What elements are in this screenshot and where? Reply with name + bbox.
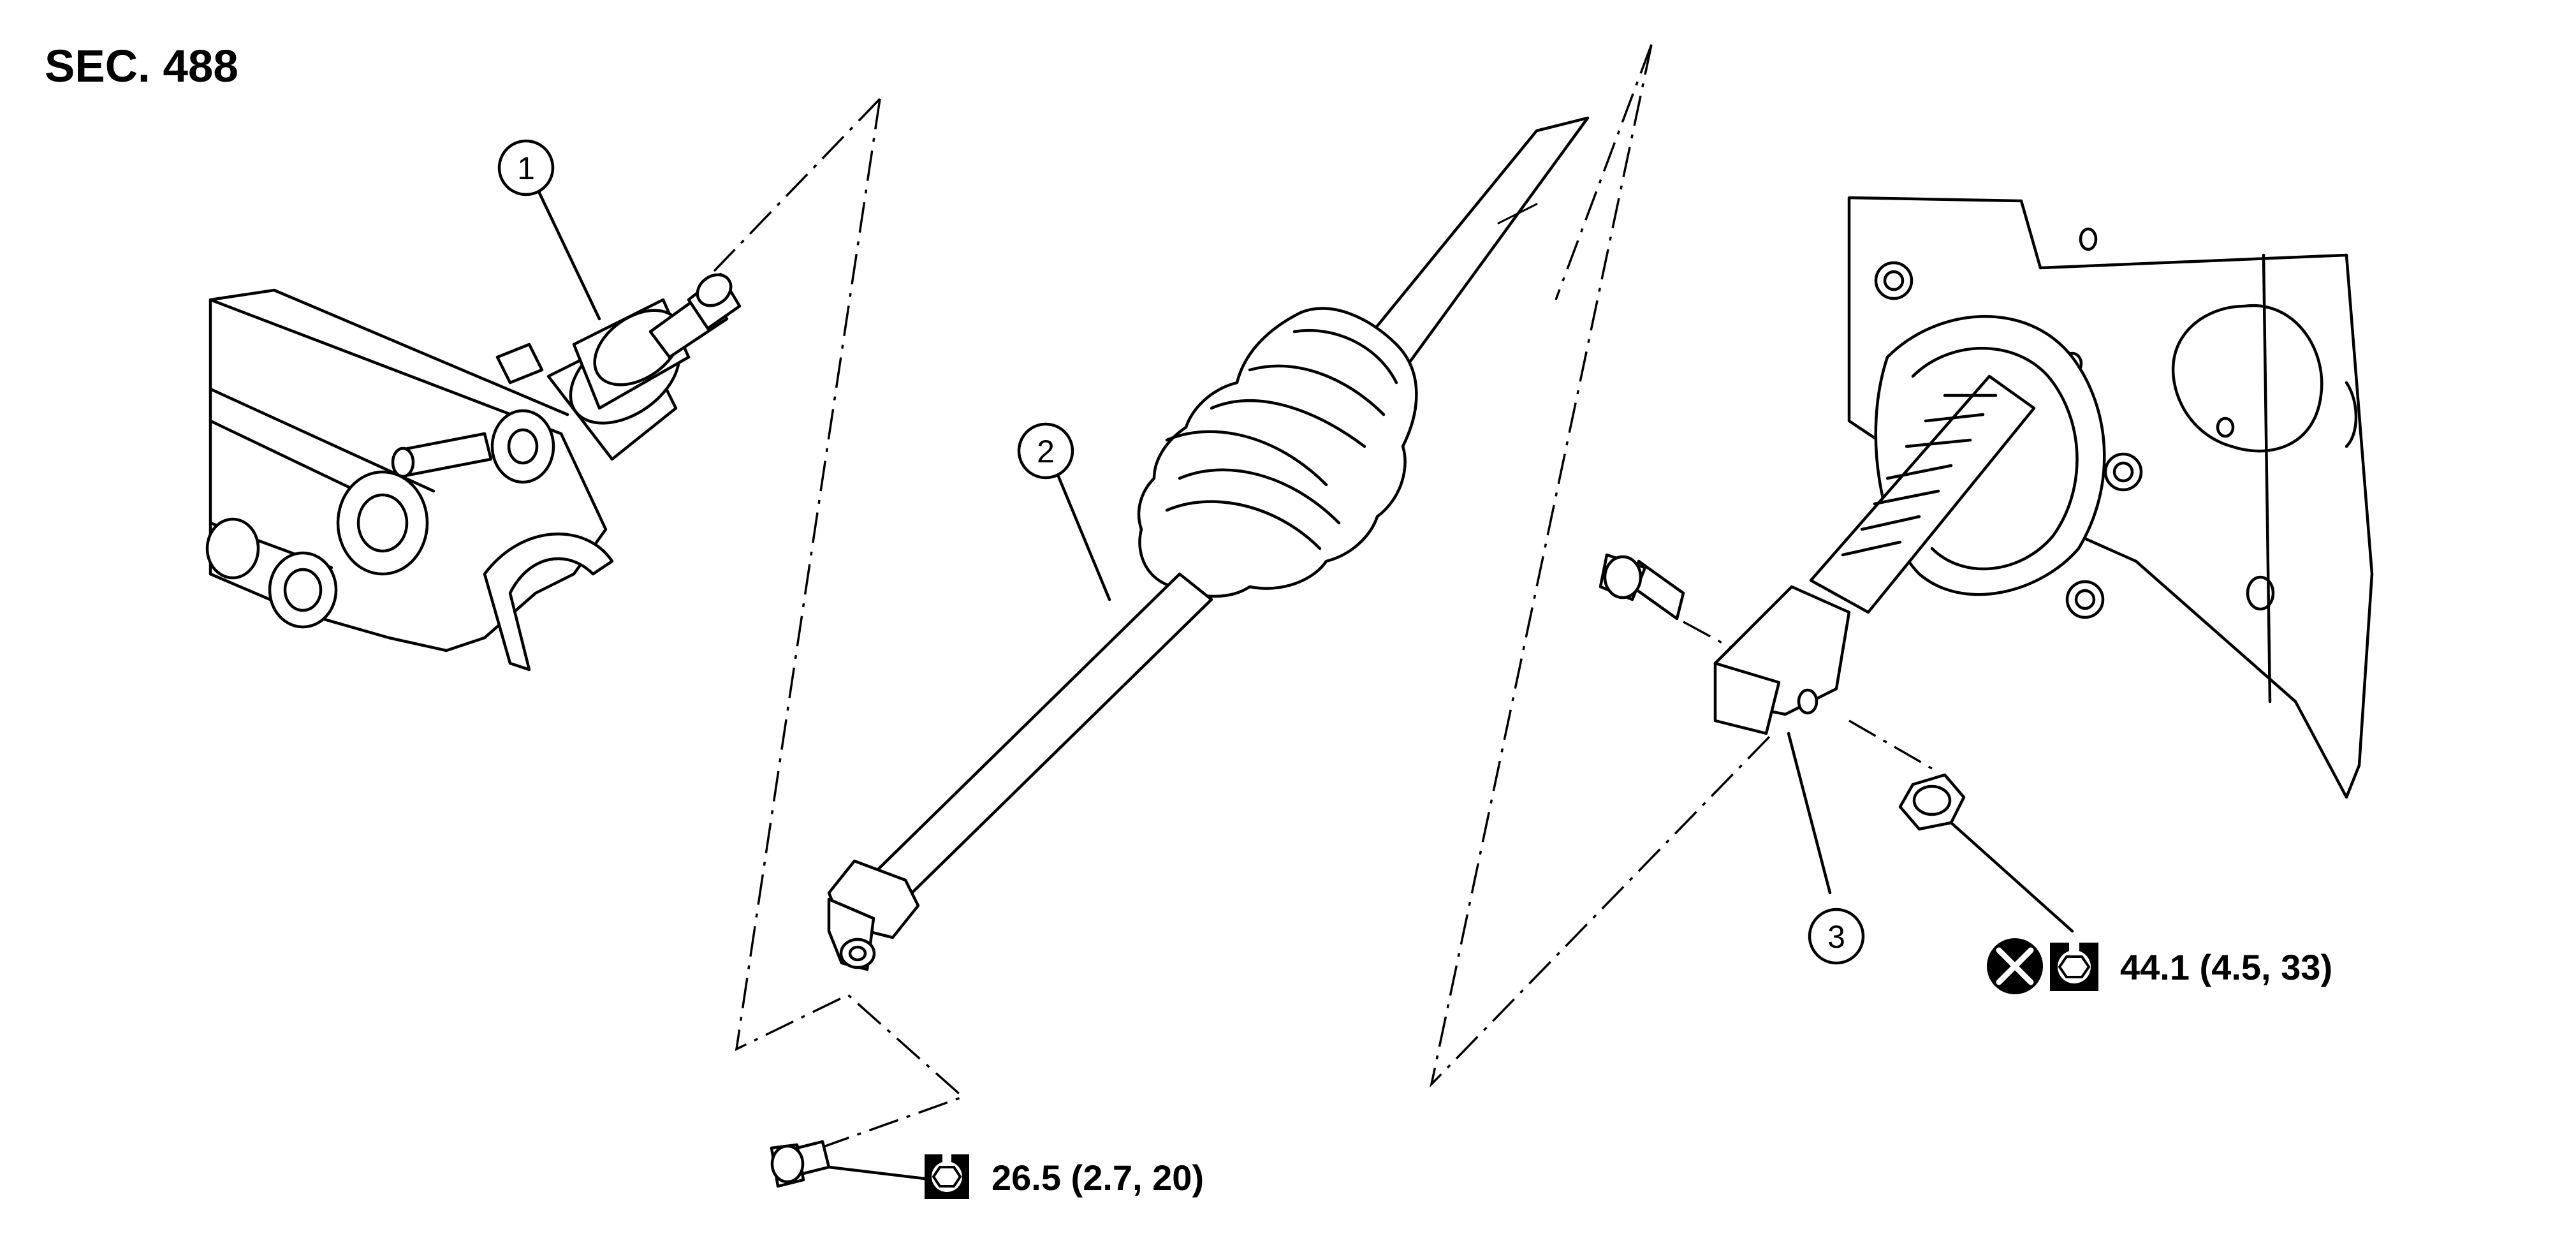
torque-wrench-icon xyxy=(925,1154,969,1199)
callout-3: 3 xyxy=(1787,732,1865,965)
callout-1: 1 xyxy=(497,139,601,321)
assembly-guide-lines xyxy=(713,44,1933,1162)
torque-spec-bolt: 26.5 (2.7, 20) xyxy=(925,1154,1204,1199)
section-label: SEC. 488 xyxy=(45,41,238,92)
torque-value-bolt: 26.5 (2.7, 20) xyxy=(992,1158,1204,1198)
yoke-bolt xyxy=(770,1140,926,1188)
lower-shaft-assembly xyxy=(827,116,1590,971)
callout-2: 2 xyxy=(1017,422,1111,601)
non-reusable-part-icon xyxy=(1987,938,2043,994)
callout-number-1: 1 xyxy=(517,151,535,186)
steering-gear-assembly xyxy=(205,272,742,672)
callout-number-3: 3 xyxy=(1827,919,1845,955)
callout-number-2: 2 xyxy=(1037,434,1055,469)
column-joint-assembly xyxy=(1599,196,2374,831)
torque-wrench-icon xyxy=(2050,943,2098,991)
torque-spec-nut: 44.1 (4.5, 33) xyxy=(1949,821,2332,994)
torque-value-nut: 44.1 (4.5, 33) xyxy=(2120,947,2332,987)
